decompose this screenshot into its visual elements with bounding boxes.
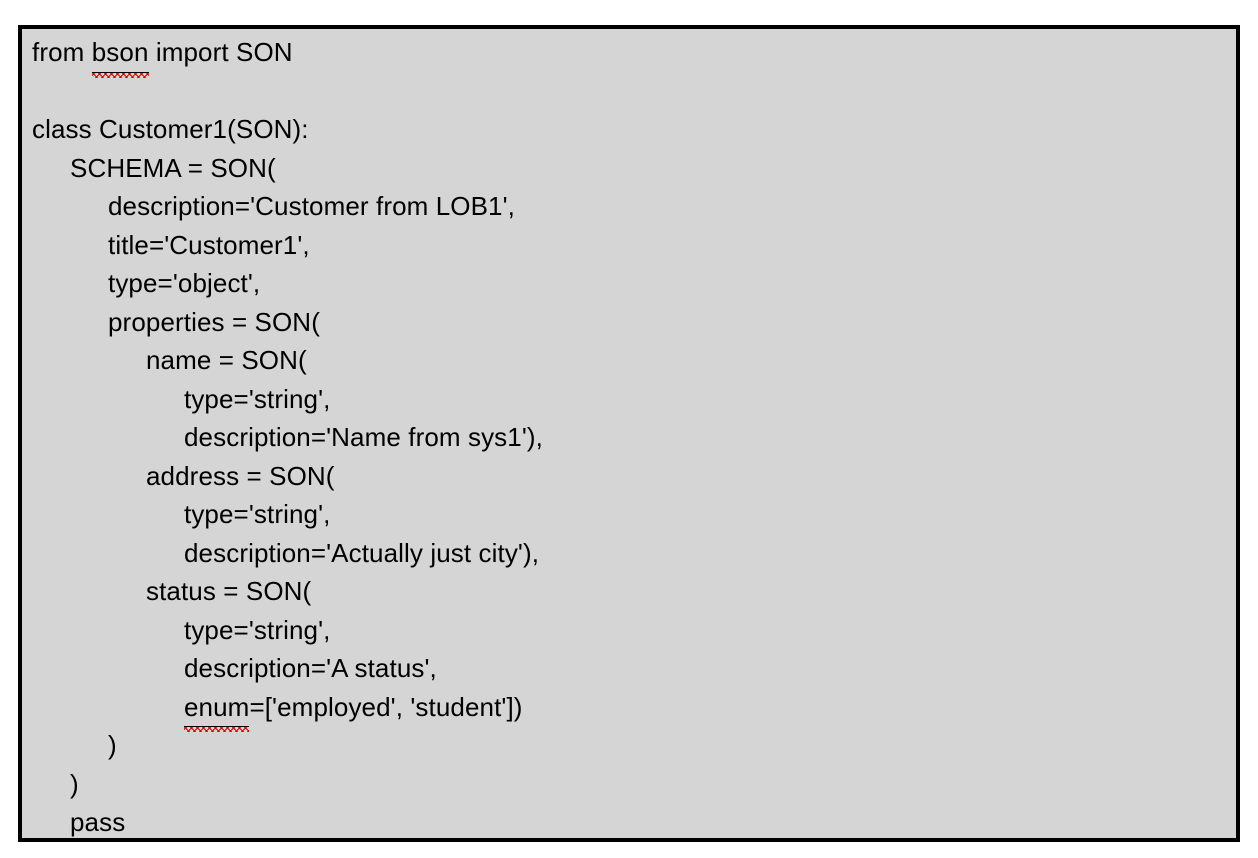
code-text: ) (108, 730, 117, 760)
code-text: pass (70, 807, 126, 837)
code-text: SCHEMA = SON( (70, 152, 276, 183)
code-line: type='string', (28, 495, 543, 534)
code-text: type='string', (184, 614, 331, 645)
code-text: properties = SON( (108, 306, 320, 337)
code-line: name = SON( (28, 341, 543, 380)
code-line: SCHEMA = SON( (28, 149, 543, 188)
code-line: description='Name from sys1'), (28, 418, 543, 457)
code-line: properties = SON( (28, 303, 543, 342)
code-line: pass (28, 803, 543, 838)
spellcheck-underline: bson (91, 33, 149, 77)
code-text: type='string', (184, 499, 331, 529)
code-line: type='string', (28, 611, 543, 650)
code-text: title='Customer1', (108, 229, 310, 260)
code-line: address = SON( (28, 457, 543, 496)
code-line (28, 72, 543, 111)
code-line: class Customer1(SON): (28, 110, 543, 149)
code-line: description='Customer from LOB1', (28, 187, 543, 226)
code-line: type='object', (28, 264, 543, 303)
code-text: address = SON( (146, 460, 335, 491)
code-line: ) (28, 765, 543, 804)
code-text: description='Customer from LOB1', (108, 191, 515, 221)
code-line: description='A status', (28, 649, 543, 688)
code-text: from (32, 37, 92, 67)
code-line: description='Actually just city'), (28, 534, 543, 573)
code-line: type='string', (28, 380, 543, 419)
code-text: =['employed', 'student']) (249, 691, 523, 722)
spellcheck-underline: enum (184, 688, 250, 732)
code-listing[interactable]: from bson import SON class Customer1(SON… (22, 29, 543, 838)
code-text: ) (70, 768, 79, 799)
code-line: title='Customer1', (28, 226, 543, 265)
code-text: class Customer1(SON): (32, 114, 309, 144)
code-text: import SON (148, 37, 293, 67)
code-text: type='object', (108, 268, 261, 298)
code-text: description='Actually just city'), (184, 537, 540, 568)
code-line: ) (28, 726, 543, 765)
code-line: enum=['employed', 'student']) (28, 688, 543, 732)
code-line: status = SON( (28, 572, 543, 611)
code-text: description='Name from sys1'), (184, 422, 543, 452)
code-text: status = SON( (146, 576, 312, 606)
code-text: description='A status', (184, 653, 437, 683)
code-block: from bson import SON class Customer1(SON… (18, 25, 1240, 842)
code-line: from bson import SON (28, 33, 543, 77)
code-text: type='string', (184, 383, 331, 414)
code-text: name = SON( (146, 345, 307, 375)
